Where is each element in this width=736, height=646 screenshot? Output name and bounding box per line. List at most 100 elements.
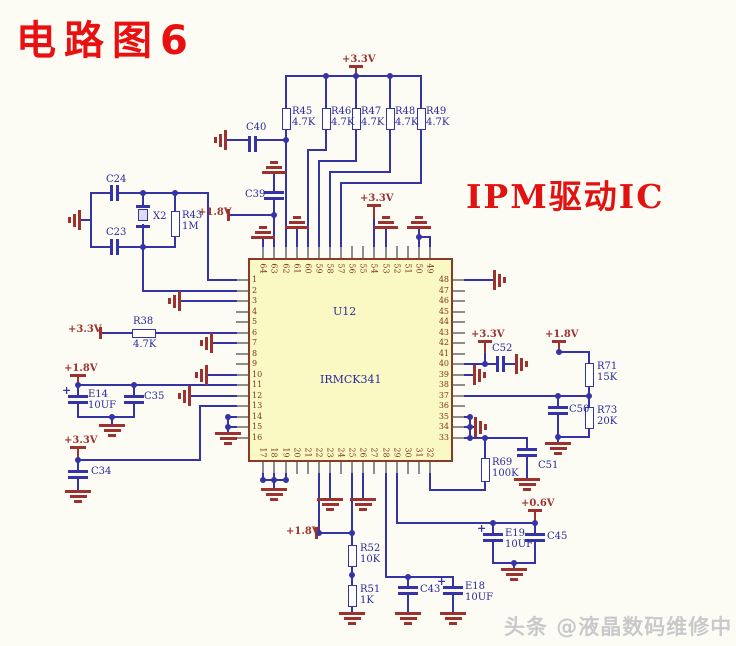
wire [429, 489, 486, 491]
pin-number: 61 [292, 263, 302, 274]
capacitor-symbol [116, 185, 119, 201]
pin-number: 12 [252, 391, 263, 400]
ic-pin [453, 405, 465, 407]
wire [79, 219, 92, 221]
wire [133, 384, 135, 396]
wire [355, 129, 357, 162]
wire [351, 473, 353, 534]
ic-pin [453, 342, 465, 344]
pin-number: 44 [438, 317, 449, 326]
ground-symbol [523, 488, 531, 491]
pin-number: 1 [252, 275, 258, 284]
ground-symbol [510, 578, 518, 581]
ground-symbol [449, 622, 457, 625]
wire [318, 160, 320, 247]
electrolytic-capacitor-symbol [483, 539, 503, 542]
ground-symbol [520, 357, 523, 371]
junction-dot [109, 414, 115, 420]
ground-symbol [251, 236, 275, 239]
junction-dot [271, 212, 277, 218]
component-label: E18 [465, 581, 486, 592]
junction-dot [260, 477, 266, 483]
ic-pin [418, 462, 420, 474]
capacitor-symbol [525, 533, 545, 536]
ic-pin [453, 437, 465, 439]
junction-dot [511, 560, 517, 566]
ground-symbol [215, 432, 241, 435]
pin-number: 63 [269, 263, 279, 274]
wire [207, 279, 237, 281]
ground-symbol [214, 137, 217, 143]
junction-dot [140, 244, 146, 250]
ic-pin [236, 405, 248, 407]
pin-number: 42 [438, 338, 449, 347]
ground-symbol [399, 617, 417, 620]
page-title: 电路图6 [16, 18, 196, 64]
ic-pin [307, 246, 309, 258]
ground-symbol [73, 213, 76, 227]
pin-number: 30 [403, 447, 413, 458]
component-label: R73 [597, 405, 618, 416]
pin-number: 59 [314, 263, 324, 274]
power-net-label: +1.8V [286, 526, 320, 537]
ic-pin [453, 363, 465, 365]
wire [142, 246, 144, 292]
component-label: C43 [420, 584, 441, 595]
wire [534, 522, 536, 534]
ic-pin [262, 246, 264, 258]
wire [464, 363, 486, 365]
wire [229, 214, 275, 216]
capacitor-symbol [116, 239, 119, 255]
pin-number: 36 [438, 401, 449, 410]
ic-pin [429, 462, 431, 474]
wire [77, 478, 79, 491]
wire [362, 473, 364, 499]
wire [373, 217, 375, 247]
ic-pin [236, 342, 248, 344]
wire [526, 437, 528, 449]
resistor-body [416, 108, 426, 130]
wire [484, 363, 498, 365]
wire [469, 437, 528, 439]
ground-symbol [479, 420, 482, 434]
wire [77, 459, 79, 470]
ic-pin [351, 462, 353, 474]
ic-pin [236, 279, 248, 281]
pin-number: 37 [438, 391, 449, 400]
component-label: C24 [106, 174, 127, 185]
capacitor-symbol [398, 586, 418, 589]
power-bar [552, 340, 566, 343]
ground-symbol [168, 298, 171, 304]
ic-pin [236, 353, 248, 355]
junction-dot [555, 393, 561, 399]
ic-pin [385, 246, 387, 258]
power-bar [367, 204, 381, 207]
component-label: 10UF [465, 592, 494, 603]
junction-dot [316, 530, 322, 536]
resistor-body [480, 458, 490, 482]
ic-pin [273, 246, 275, 258]
pin-number: 43 [438, 328, 449, 337]
wire [452, 593, 454, 613]
power-bar [99, 327, 102, 339]
wire [329, 171, 331, 247]
wire [133, 402, 135, 418]
component-label: C45 [547, 531, 568, 542]
wire [464, 374, 474, 376]
ground-symbol [200, 368, 203, 382]
wire [588, 351, 590, 364]
wire [492, 540, 494, 564]
ground-symbol [350, 498, 376, 501]
pin-number: 45 [438, 307, 449, 316]
electrolytic-capacitor-symbol [68, 395, 88, 398]
ic-pin [236, 332, 248, 334]
resistor-body [281, 108, 291, 130]
wire [385, 576, 454, 578]
watermark: 头条 @液晶数码维修中心 [504, 615, 733, 646]
ground-symbol [444, 617, 462, 620]
pin-number: 11 [252, 380, 263, 389]
pin-number: 34 [438, 422, 449, 431]
wire [325, 75, 327, 109]
ground-symbol [514, 478, 540, 481]
ic-pin [453, 332, 465, 334]
